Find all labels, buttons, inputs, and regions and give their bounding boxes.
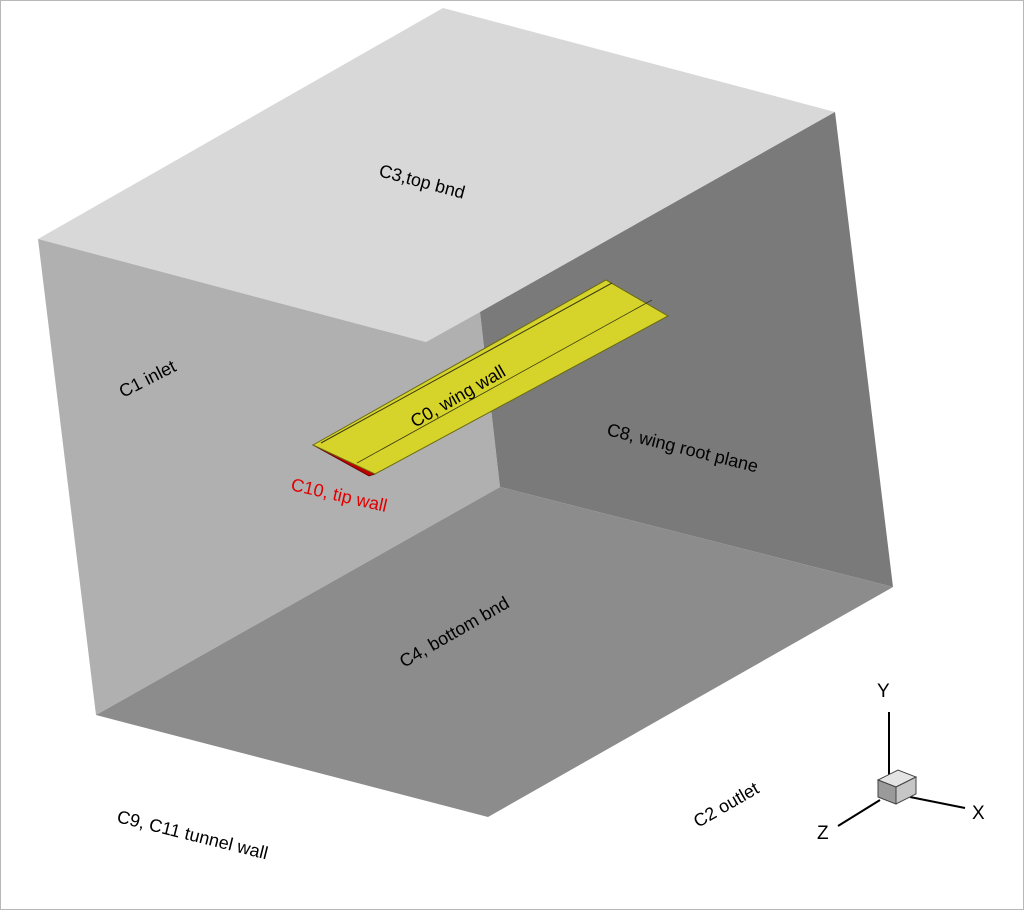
z-axis-label: Z (817, 823, 829, 844)
outlet-label: C2 outlet (690, 778, 762, 831)
y-axis-label: Y (877, 681, 890, 702)
orientation-cube-icon (876, 769, 918, 805)
bottom-boundary-face (96, 487, 893, 817)
top-boundary-face (38, 8, 835, 342)
z-axis-line (837, 799, 881, 827)
tunnel-wall-label: C9, C11 tunnel wall (115, 806, 270, 863)
x-axis-label: X (972, 803, 985, 824)
x-axis-line (909, 796, 966, 809)
axis-triad: Y X Z (817, 681, 985, 844)
inlet-face (38, 239, 500, 715)
wing-root-plane-face (480, 112, 893, 587)
wing-wall-surface (311, 279, 670, 475)
wing-leading-edge-line (320, 282, 613, 444)
wing-trailing-line (356, 299, 653, 464)
